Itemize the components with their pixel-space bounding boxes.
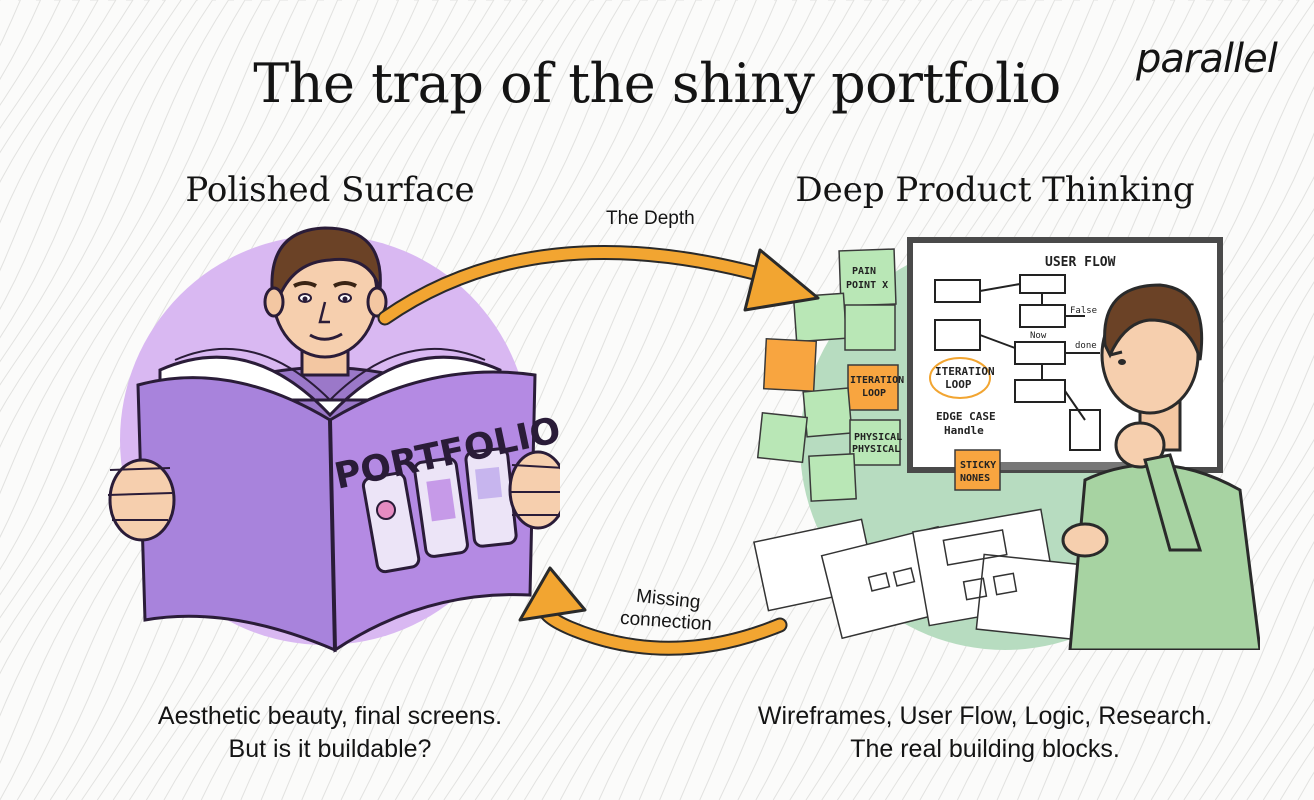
right-caption-line1: Wireframes, User Flow, Logic, Research. [757,702,1213,730]
svg-text:PAIN: PAIN [852,266,876,277]
background-line [377,0,817,800]
svg-text:POINT X: POINT X [846,280,888,291]
background-line [411,0,855,800]
background-line [340,0,778,800]
right-caption: Wireframes, User Flow, Logic, Research. … [715,700,1255,766]
background-line [0,0,182,339]
flow-label-false: False [1070,306,1097,316]
depth-arrow [377,244,820,326]
board-note-loop: LOOP [945,378,972,391]
svg-text:STICKY: STICKY [960,460,996,471]
background-line [1297,771,1314,800]
wireframe-papers [753,508,1095,642]
background-line [474,0,922,800]
missing-connection-arrow [518,566,788,656]
background-line [321,0,757,800]
background-line [1150,489,1314,800]
background-line [0,0,61,106]
background-line [1214,625,1314,800]
background-line [459,0,906,800]
background-line [0,0,288,539]
background-line [1199,578,1314,800]
deep-product-thinking-illustration: USER FLOW False Now done ITERATION LOOP … [753,237,1260,650]
board-note-handle: Handle [944,424,984,437]
left-caption-line2: But is it buildable? [228,735,432,763]
board-note-iteration: ITERATION [935,365,995,378]
board-note-edge-case: EDGE CASE [936,410,996,423]
svg-text:PHYSICAL: PHYSICAL [854,432,902,443]
background-line [394,0,837,800]
man-thinking [1061,283,1260,650]
background-line [1183,540,1314,800]
svg-text:LOOP: LOOP [862,388,886,399]
svg-text:ITERATION: ITERATION [850,375,904,386]
polished-surface-illustration: PORTFOLIO [107,226,560,653]
background-line [1167,513,1314,800]
sticky-notes [756,248,1001,502]
background-line [0,0,234,413]
background-line [523,0,972,800]
background-line [1279,746,1314,800]
background-line [0,0,252,448]
background-line [0,0,99,154]
background-line [0,0,21,47]
background-line [0,0,270,495]
background-line [1077,354,1314,800]
background-line [0,0,342,619]
background-line [359,0,798,800]
svg-text:PHYSICAL: PHYSICAL [852,444,900,455]
background-line [1037,281,1314,800]
sticky-note-labels: PAIN POINT X ITERATION LOOP PHYSICAL PHY… [846,266,996,484]
flow-label-done: done [1075,341,1097,351]
background-line [0,0,117,184]
background-line [541,0,990,800]
flow-label-now: Now [1030,331,1047,341]
background-line [443,0,890,800]
left-panel-title: Polished Surface [185,170,475,210]
background-line [0,0,167,310]
depth-arrow-label: The Depth [606,208,695,229]
arrows-layer [377,244,820,656]
portfolio-book [107,347,560,653]
background-line [507,0,954,800]
background-line [0,0,198,363]
background-line [0,0,150,272]
svg-text:NONES: NONES [960,473,990,484]
background-line [0,0,134,224]
background-line [427,0,873,800]
background-line [1115,438,1314,800]
left-caption: Aesthetic beauty, final screens. But is … [90,700,570,766]
background-line [1096,402,1314,800]
whiteboard-title: USER FLOW [1045,255,1116,270]
background-line [0,0,81,129]
right-panel-title: Deep Product Thinking [795,170,1195,210]
left-caption-line1: Aesthetic beauty, final screens. [157,702,503,730]
background-line [0,0,306,571]
background-line [1057,312,1314,800]
background-line [1017,256,1314,800]
background-line [1133,466,1314,800]
right-caption-line2: The real building blocks. [850,735,1120,763]
background-line [0,0,216,386]
background-line [0,0,324,596]
background-line [490,0,938,800]
page-title: The trap of the shiny portfolio [253,52,1061,115]
parallel-logo: parallel [1136,36,1278,82]
